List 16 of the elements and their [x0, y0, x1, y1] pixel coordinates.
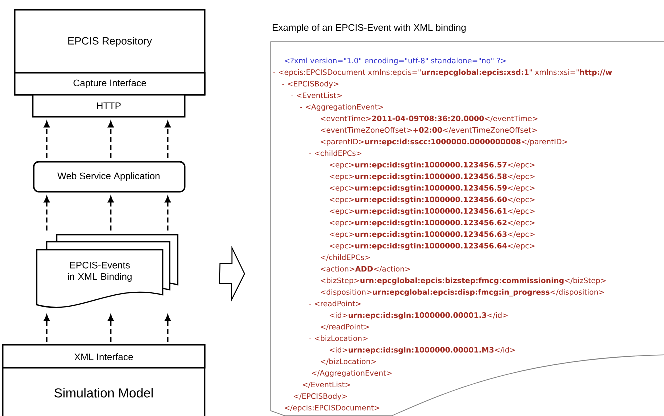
- arrow: [165, 315, 171, 342]
- arrow: [44, 122, 50, 158]
- arrow: [165, 196, 171, 231]
- arrow: [165, 122, 171, 158]
- block-arrow: [219, 246, 246, 302]
- application-box: Web Service Application: [33, 161, 186, 193]
- interface-band: Capture Interface: [14, 72, 206, 96]
- arrow: [44, 196, 50, 231]
- arrow: [108, 315, 114, 342]
- arrow: [108, 196, 114, 231]
- document-title: Example of an EPCIS-Event with XML binding: [273, 24, 466, 33]
- interface-band: XML Interface: [2, 344, 206, 369]
- arrow: [44, 315, 50, 342]
- protocol-box: HTTP: [32, 94, 186, 118]
- document-stack: EPCIS-Events in XML Binding: [36, 234, 179, 308]
- arrow: [108, 122, 114, 158]
